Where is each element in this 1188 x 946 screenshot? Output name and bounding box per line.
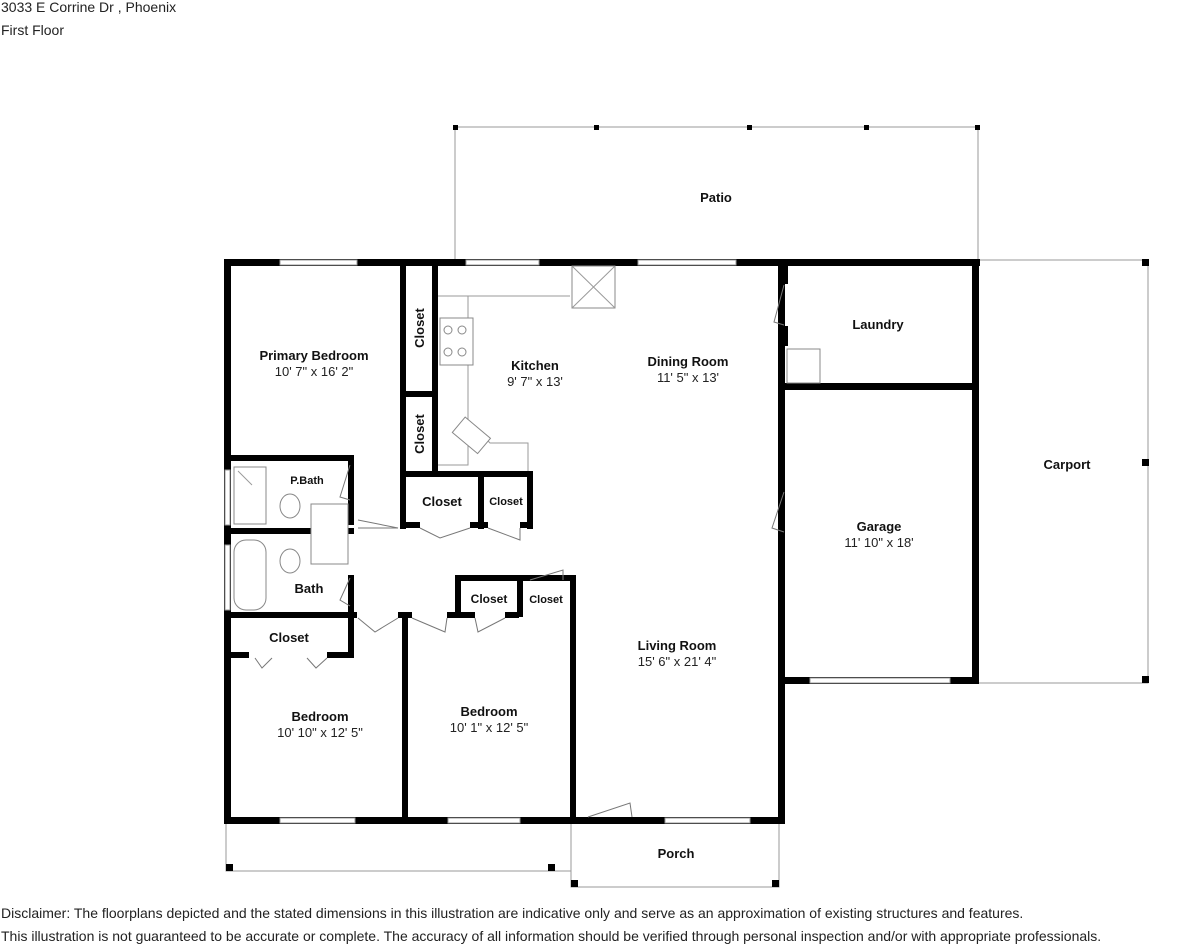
washer-icon (786, 348, 821, 384)
room-label-closet: Closet (471, 592, 508, 606)
room-label-closet: Closet (412, 307, 427, 347)
room-dims-garage: 11' 10" x 18' (844, 535, 913, 550)
room-dims-bedroom: 10' 1" x 12' 5" (450, 720, 529, 735)
room-label-primary-bedroom: Primary Bedroom (259, 348, 368, 363)
room-label-closet: Closet (529, 594, 563, 606)
doors (254, 284, 785, 818)
room-dims-living-room: 15' 6" x 21' 4" (638, 654, 717, 669)
room-label-porch: Porch (658, 846, 695, 861)
room-label-closet: Closet (412, 413, 427, 453)
bathtub-icon (233, 539, 267, 611)
room-label-dining-room: Dining Room (648, 354, 729, 369)
sink-icon (451, 416, 492, 455)
room-label-patio: Patio (700, 190, 732, 205)
bath-fixtures (233, 466, 349, 611)
room-dims-dining-room: 11' 5" x 13' (657, 370, 719, 385)
stove-icon (439, 317, 474, 366)
disclaimer-line-2: This illustration is not guaranteed to b… (1, 928, 1102, 944)
room-label-p-bath: P.Bath (290, 475, 324, 487)
windows (224, 259, 951, 824)
room-dims-bedroom: 10' 10" x 12' 5" (277, 725, 363, 740)
room-label-closet: Closet (489, 496, 523, 508)
interior-walls (227, 262, 788, 820)
toilet-icon (279, 493, 301, 519)
sink-icon (310, 503, 349, 565)
room-label-carport: Carport (1044, 457, 1092, 472)
kitchen-counters (438, 265, 616, 471)
room-label-bath: Bath (295, 581, 324, 596)
room-dims-primary-bedroom: 10' 7" x 16' 2" (275, 364, 354, 379)
disclaimer-line-1: Disclaimer: The floorplans depicted and … (1, 905, 1024, 921)
room-label-bedroom: Bedroom (460, 704, 517, 719)
room-label-kitchen: Kitchen (511, 358, 559, 373)
room-dims-kitchen: 9' 7" x 13' (507, 374, 563, 389)
room-label-garage: Garage (857, 519, 902, 534)
front-walkway (225, 822, 572, 872)
room-label-closet: Closet (269, 630, 309, 645)
room-label-bedroom: Bedroom (291, 709, 348, 724)
shower-icon (233, 466, 267, 525)
room-label-closet: Closet (422, 494, 462, 509)
room-label-living-room: Living Room (638, 638, 717, 653)
room-label-laundry: Laundry (852, 317, 904, 332)
toilet-icon (279, 548, 301, 574)
property-address: 3033 E Corrine Dr , Phoenix (1, 0, 177, 15)
floor-label: First Floor (1, 22, 64, 38)
